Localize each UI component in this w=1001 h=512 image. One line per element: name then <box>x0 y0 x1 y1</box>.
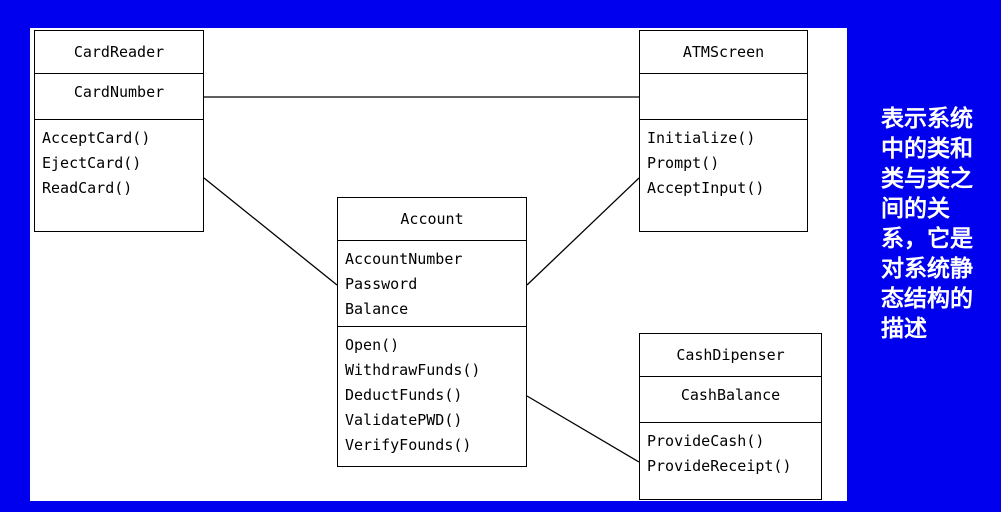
class-card-reader: CardReader CardNumber AcceptCard() Eject… <box>34 30 204 232</box>
operation: AcceptCard() <box>42 129 151 147</box>
class-attributes: CashBalance <box>640 377 821 423</box>
class-operations: ProvideCash() ProvideReceipt() <box>640 423 821 485</box>
class-attributes: CardNumber <box>35 74 203 120</box>
operation: Initialize() <box>647 129 756 147</box>
operation: AcceptInput() <box>647 179 765 197</box>
class-name: ATMScreen <box>640 31 807 74</box>
class-name: CardReader <box>35 31 203 74</box>
association-account-atmscreen <box>526 177 640 286</box>
operation: EjectCard() <box>42 154 142 172</box>
operation: ValidatePWD() <box>345 411 463 429</box>
attribute: Password <box>345 275 418 293</box>
class-attributes: AccountNumber Password Balance <box>338 241 526 327</box>
association-account-cashdispenser <box>526 395 640 463</box>
caption-text: 表示系统中的类和类与类之间的关系，它是对系统静态结构的描述 <box>881 106 973 342</box>
class-operations: AcceptCard() EjectCard() ReadCard() <box>35 120 203 207</box>
class-operations: Initialize() Prompt() AcceptInput() <box>640 120 807 207</box>
operation: DeductFunds() <box>345 386 463 404</box>
attribute: CashBalance <box>680 386 781 404</box>
attribute: CardNumber <box>73 83 165 101</box>
operation: Open() <box>345 336 400 354</box>
class-account: Account AccountNumber Password Balance O… <box>337 197 527 467</box>
operation: ProvideReceipt() <box>647 457 792 475</box>
class-name: CashDipenser <box>640 334 821 377</box>
class-cash-dispenser: CashDipenser CashBalance ProvideCash() P… <box>639 333 822 500</box>
class-atm-screen: ATMScreen Initialize() Prompt() AcceptIn… <box>639 30 808 232</box>
attribute: AccountNumber <box>345 250 463 268</box>
operation: ReadCard() <box>42 179 133 197</box>
operation: VerifyFounds() <box>345 436 472 454</box>
operation: ProvideCash() <box>647 432 765 450</box>
class-name: Account <box>338 198 526 241</box>
association-cardreader-account <box>203 177 338 286</box>
operation: Prompt() <box>647 154 720 172</box>
operation: WithdrawFunds() <box>345 361 481 379</box>
class-attributes <box>640 74 807 120</box>
attribute: Balance <box>345 300 409 318</box>
class-operations: Open() WithdrawFunds() DeductFunds() Val… <box>338 327 526 464</box>
